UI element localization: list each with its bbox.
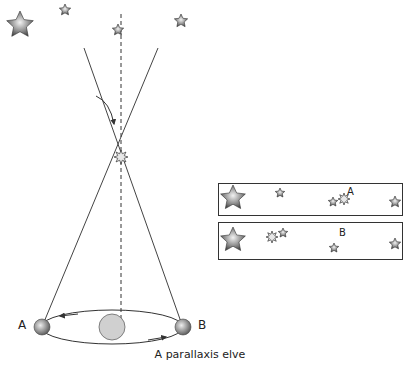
- star-symbol: [278, 228, 288, 237]
- star-symbol: [328, 197, 338, 206]
- panel-label: A: [347, 186, 354, 197]
- star-symbol: [112, 24, 123, 35]
- star-symbol: [221, 185, 246, 209]
- panel-label: B: [339, 227, 346, 238]
- star-symbol: [174, 14, 187, 27]
- position-label: B: [198, 318, 206, 332]
- star-symbol: [329, 243, 339, 252]
- star-symbol: [7, 11, 34, 36]
- star-symbol: [275, 188, 285, 197]
- star-symbol: [59, 4, 70, 15]
- position-label: A: [18, 318, 26, 332]
- figure-caption: A parallaxis elve: [155, 348, 246, 361]
- star-symbol: [221, 227, 246, 251]
- view-panel: A: [218, 183, 403, 216]
- star-symbol: [389, 238, 400, 249]
- near-star-symbol: [114, 150, 128, 164]
- star-symbol: [389, 196, 400, 207]
- view-panel: B: [218, 222, 403, 260]
- near-star-symbol: [266, 231, 278, 243]
